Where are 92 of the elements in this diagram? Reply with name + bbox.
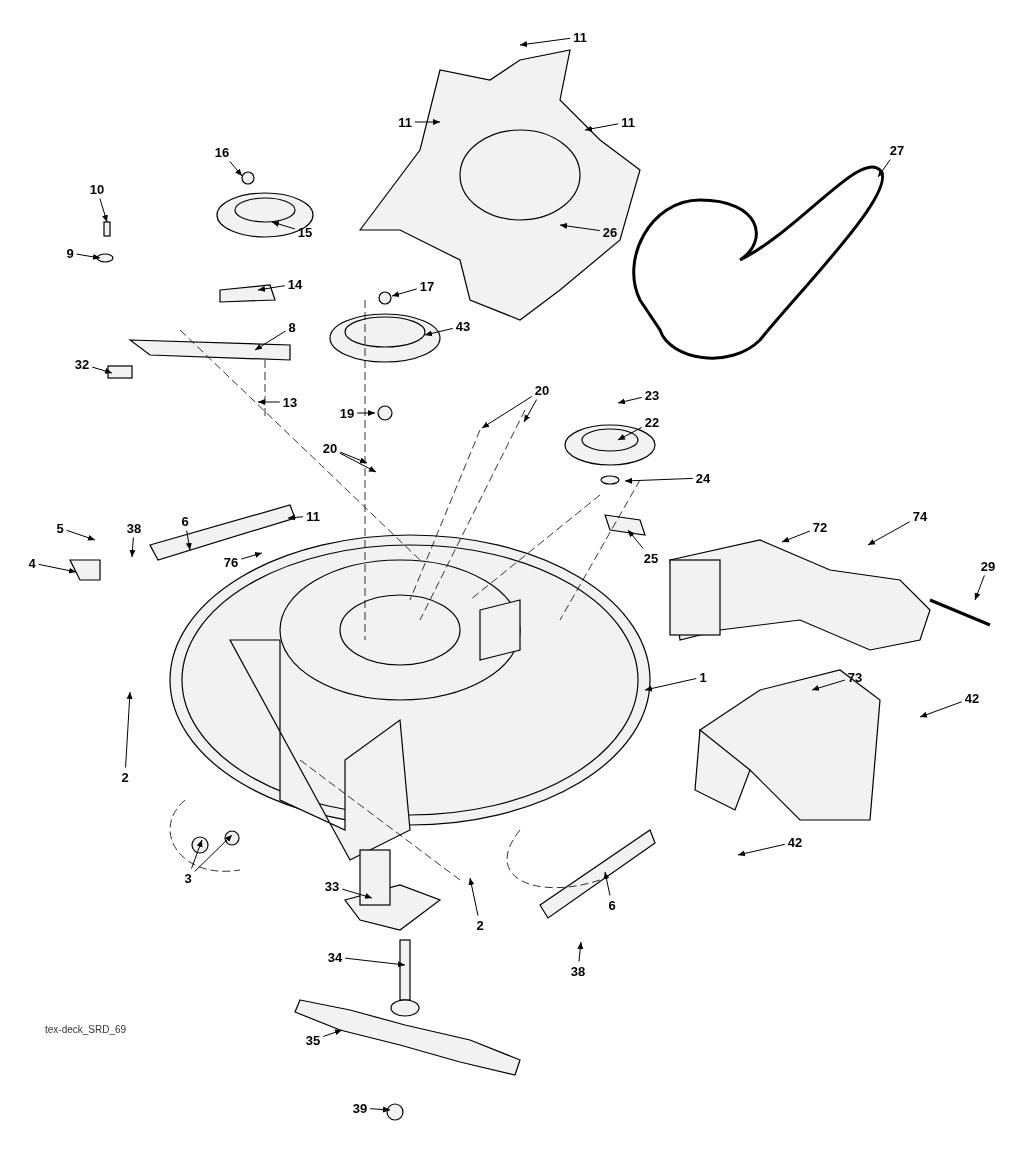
callout-number: 33	[323, 878, 341, 894]
callout-number: 76	[222, 554, 240, 570]
callout-number: 19	[338, 405, 356, 421]
callout-number: 35	[304, 1032, 322, 1048]
leader-line	[617, 396, 643, 405]
callout-number: 1	[698, 669, 708, 685]
callout-number: 4	[27, 555, 37, 571]
callout-number: 42	[786, 834, 804, 850]
callout-number: 11	[397, 114, 413, 130]
callout-number: 20	[533, 382, 551, 398]
leader-line	[369, 1106, 391, 1113]
leader-line	[617, 426, 643, 441]
callout-number: 39	[351, 1100, 369, 1116]
leader-line	[322, 1029, 343, 1037]
callout-number: 38	[125, 520, 143, 536]
leader-line	[91, 366, 113, 374]
leader-line	[344, 957, 406, 968]
leader-line	[424, 327, 454, 337]
leader-line	[391, 288, 418, 297]
callout-number: 32	[73, 356, 91, 372]
callout-number: 6	[607, 897, 617, 913]
callout-number: 20	[321, 440, 339, 456]
leader-line	[356, 410, 376, 416]
leader-line	[254, 330, 286, 351]
callout-number: 16	[213, 144, 231, 160]
leader-line	[271, 221, 296, 230]
leader-line	[737, 843, 786, 857]
callout-number: 13	[281, 394, 299, 410]
callout-number: 9	[65, 245, 75, 261]
leader-line	[559, 223, 601, 232]
leader-line	[229, 161, 243, 177]
leader-line	[624, 477, 694, 484]
callout-number: 23	[643, 387, 661, 403]
leader-line	[877, 159, 891, 178]
callout-number: 29	[979, 558, 997, 574]
callout-number: 34	[326, 949, 344, 965]
leader-line	[125, 691, 133, 768]
leader-line	[341, 888, 373, 899]
leader-line	[919, 701, 963, 718]
callout-number: 11	[305, 508, 321, 524]
callout-number: 22	[643, 414, 661, 430]
leader-line	[66, 529, 96, 541]
leader-line	[414, 119, 441, 125]
callout-number: 11	[572, 29, 588, 45]
callout-number: 11	[620, 114, 636, 130]
callout-number: 27	[888, 142, 906, 158]
leader-line	[240, 552, 263, 560]
leader-line	[468, 877, 479, 916]
leader-line	[781, 530, 811, 543]
leader-line	[257, 399, 281, 405]
leader-line	[185, 530, 192, 551]
leader-line	[129, 537, 136, 558]
callout-number: 43	[454, 318, 472, 334]
callout-number: 10	[88, 181, 106, 197]
drawing-code: tex-deck_SRD_69	[45, 1024, 127, 1035]
leader-line	[627, 529, 644, 549]
callout-number: 72	[811, 519, 829, 535]
callout-number: 17	[418, 278, 436, 294]
leader-line	[974, 575, 985, 601]
leader-line	[339, 451, 368, 464]
callout-number: 6	[180, 513, 190, 529]
callout-number: 8	[287, 319, 297, 335]
callout-number: 73	[846, 669, 864, 685]
callout-number: 2	[475, 917, 485, 933]
leader-line	[287, 514, 304, 521]
callout-number: 38	[569, 963, 587, 979]
leader-line	[257, 285, 286, 292]
callout-number: 42	[963, 690, 981, 706]
callout-number: 26	[601, 224, 619, 240]
callout-number: 25	[642, 550, 660, 566]
callout-number: 3	[183, 870, 193, 886]
leader-line	[519, 37, 571, 48]
callout-number: 24	[694, 470, 712, 486]
leader-line	[481, 396, 533, 429]
callout-number: 14	[286, 276, 304, 292]
callout-number: 74	[911, 508, 929, 524]
leader-line	[191, 839, 203, 869]
leader-line	[867, 521, 911, 546]
leader-line	[603, 871, 611, 896]
leader-line	[644, 678, 697, 692]
leader-line	[523, 399, 538, 423]
callout-number: 15	[296, 224, 314, 240]
leader-line	[811, 679, 846, 691]
leader-line	[99, 198, 108, 223]
leader-line	[76, 253, 101, 260]
leader-line	[577, 941, 584, 962]
leader-line	[38, 563, 77, 574]
leader-line	[339, 452, 377, 473]
leader-line	[584, 123, 619, 132]
callout-number: 5	[55, 520, 65, 536]
callout-number: 2	[120, 769, 130, 785]
leader-line	[194, 834, 233, 873]
